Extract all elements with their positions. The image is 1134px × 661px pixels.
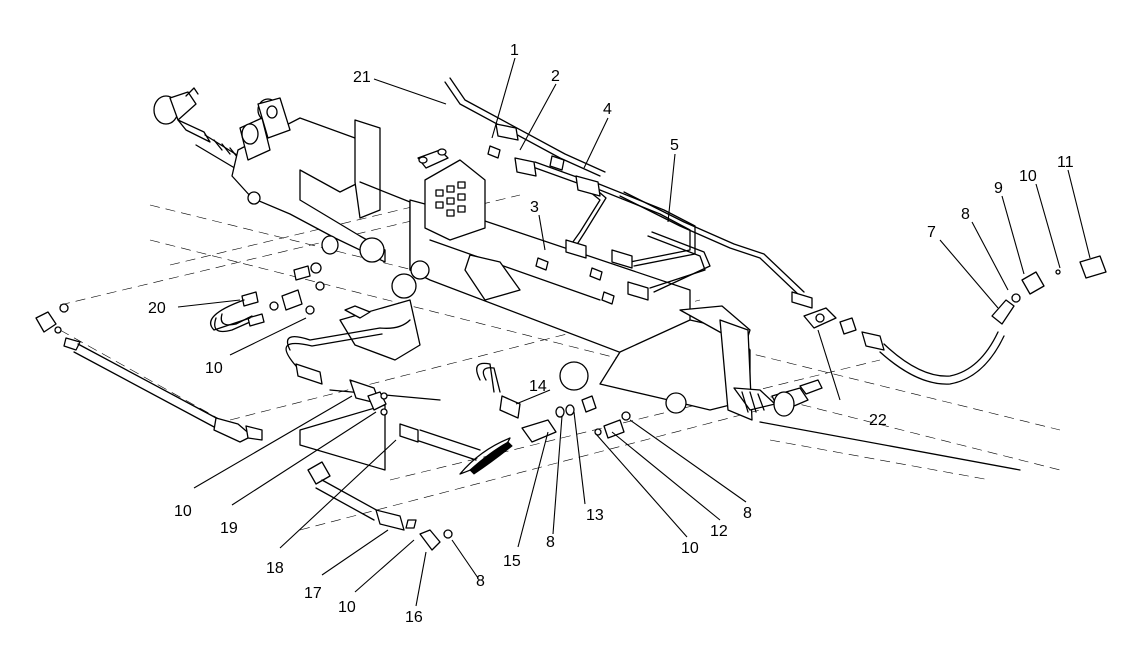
- callout-4: 4: [603, 101, 612, 118]
- u-tube-assembly: [209, 299, 251, 331]
- callout-2: 2: [551, 68, 560, 85]
- callout-18: 18: [266, 560, 284, 577]
- callout-10: 10: [1019, 168, 1037, 185]
- hydraulic-tubes: [444, 77, 805, 297]
- center-cross-member: [299, 148, 691, 471]
- callout-8: 8: [476, 573, 485, 590]
- callout-5: 5: [670, 137, 679, 154]
- callout-14: 14: [529, 378, 547, 395]
- callout-9: 9: [994, 180, 1003, 197]
- callout-20: 20: [148, 300, 166, 317]
- tube-fittings: [487, 123, 813, 309]
- callout-21: 21: [353, 69, 371, 86]
- callout-8: 8: [546, 534, 555, 551]
- callout-3: 3: [530, 199, 539, 216]
- right-hose-assembly: [803, 255, 1107, 385]
- left-hoses: [35, 262, 411, 443]
- left-pivot-housing: [231, 97, 411, 271]
- callout-19: 19: [220, 520, 238, 537]
- left-tie-rod-end: [153, 87, 246, 171]
- callout-10: 10: [338, 599, 356, 616]
- callout-15: 15: [503, 553, 521, 570]
- callout-16: 16: [405, 609, 423, 626]
- plate-holes: [435, 181, 466, 217]
- callout-17: 17: [304, 585, 322, 602]
- callout-1: 1: [510, 42, 519, 59]
- callout-7: 7: [927, 224, 936, 241]
- bottom-hoses: [307, 362, 631, 551]
- callout-13: 13: [586, 507, 604, 524]
- right-pivot-housing: [559, 305, 1021, 471]
- callout-10: 10: [174, 503, 192, 520]
- callout-8: 8: [961, 206, 970, 223]
- callout-8: 8: [743, 505, 752, 522]
- callout-labels: 1 2 3 4 5 7 8 9 10 11 20 10 21 14 22 10 …: [148, 42, 1074, 626]
- callout-10: 10: [681, 540, 699, 557]
- callout-22: 22: [869, 412, 887, 429]
- callout-12: 12: [710, 523, 728, 540]
- callout-10: 10: [205, 360, 223, 377]
- callout-11: 11: [1057, 154, 1074, 171]
- leader-lines: [177, 57, 1091, 607]
